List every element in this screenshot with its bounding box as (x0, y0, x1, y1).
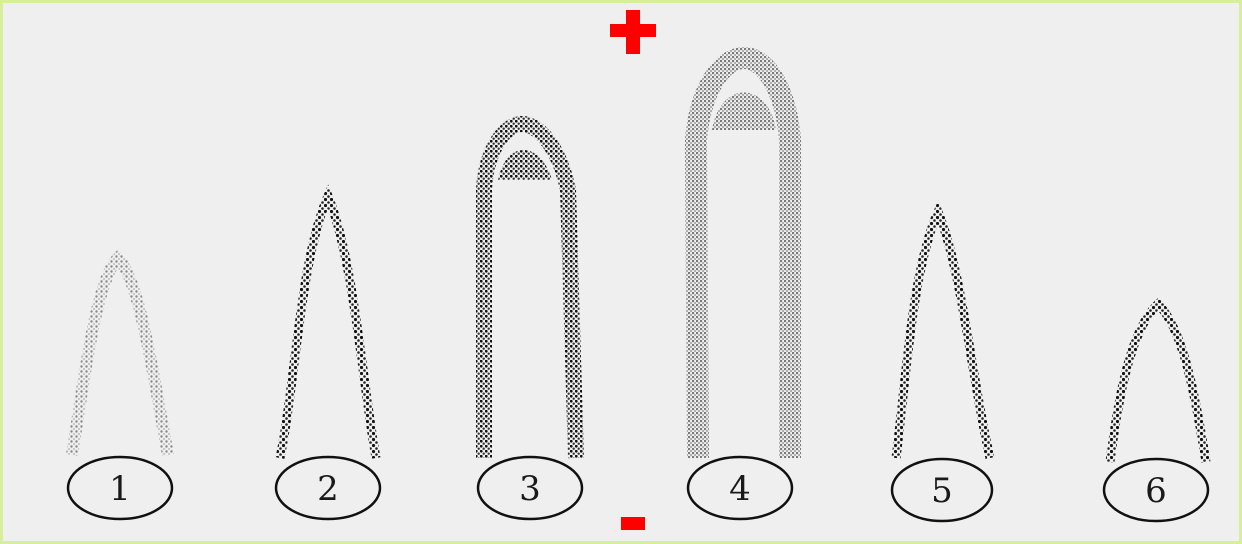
well-1: 1 (68, 457, 172, 519)
band-6 (1110, 304, 1206, 462)
band-3 (484, 124, 576, 458)
well-2: 2 (276, 457, 380, 519)
well-3: 3 (478, 457, 582, 519)
well-6: 6 (1104, 459, 1208, 521)
minus-sign (621, 517, 645, 530)
well-label-3: 3 (519, 469, 541, 509)
band-1 (72, 258, 168, 455)
well-5: 5 (892, 459, 992, 521)
well-label-5: 5 (931, 471, 953, 511)
well-label-1: 1 (109, 469, 131, 509)
band-2 (280, 196, 376, 458)
band-5 (896, 212, 990, 458)
well-label-6: 6 (1145, 471, 1167, 511)
plus-sign (610, 10, 656, 54)
band-4 (696, 58, 790, 458)
well-label-2: 2 (317, 469, 339, 509)
well-4: 4 (688, 457, 792, 519)
well-label-4: 4 (729, 469, 751, 509)
